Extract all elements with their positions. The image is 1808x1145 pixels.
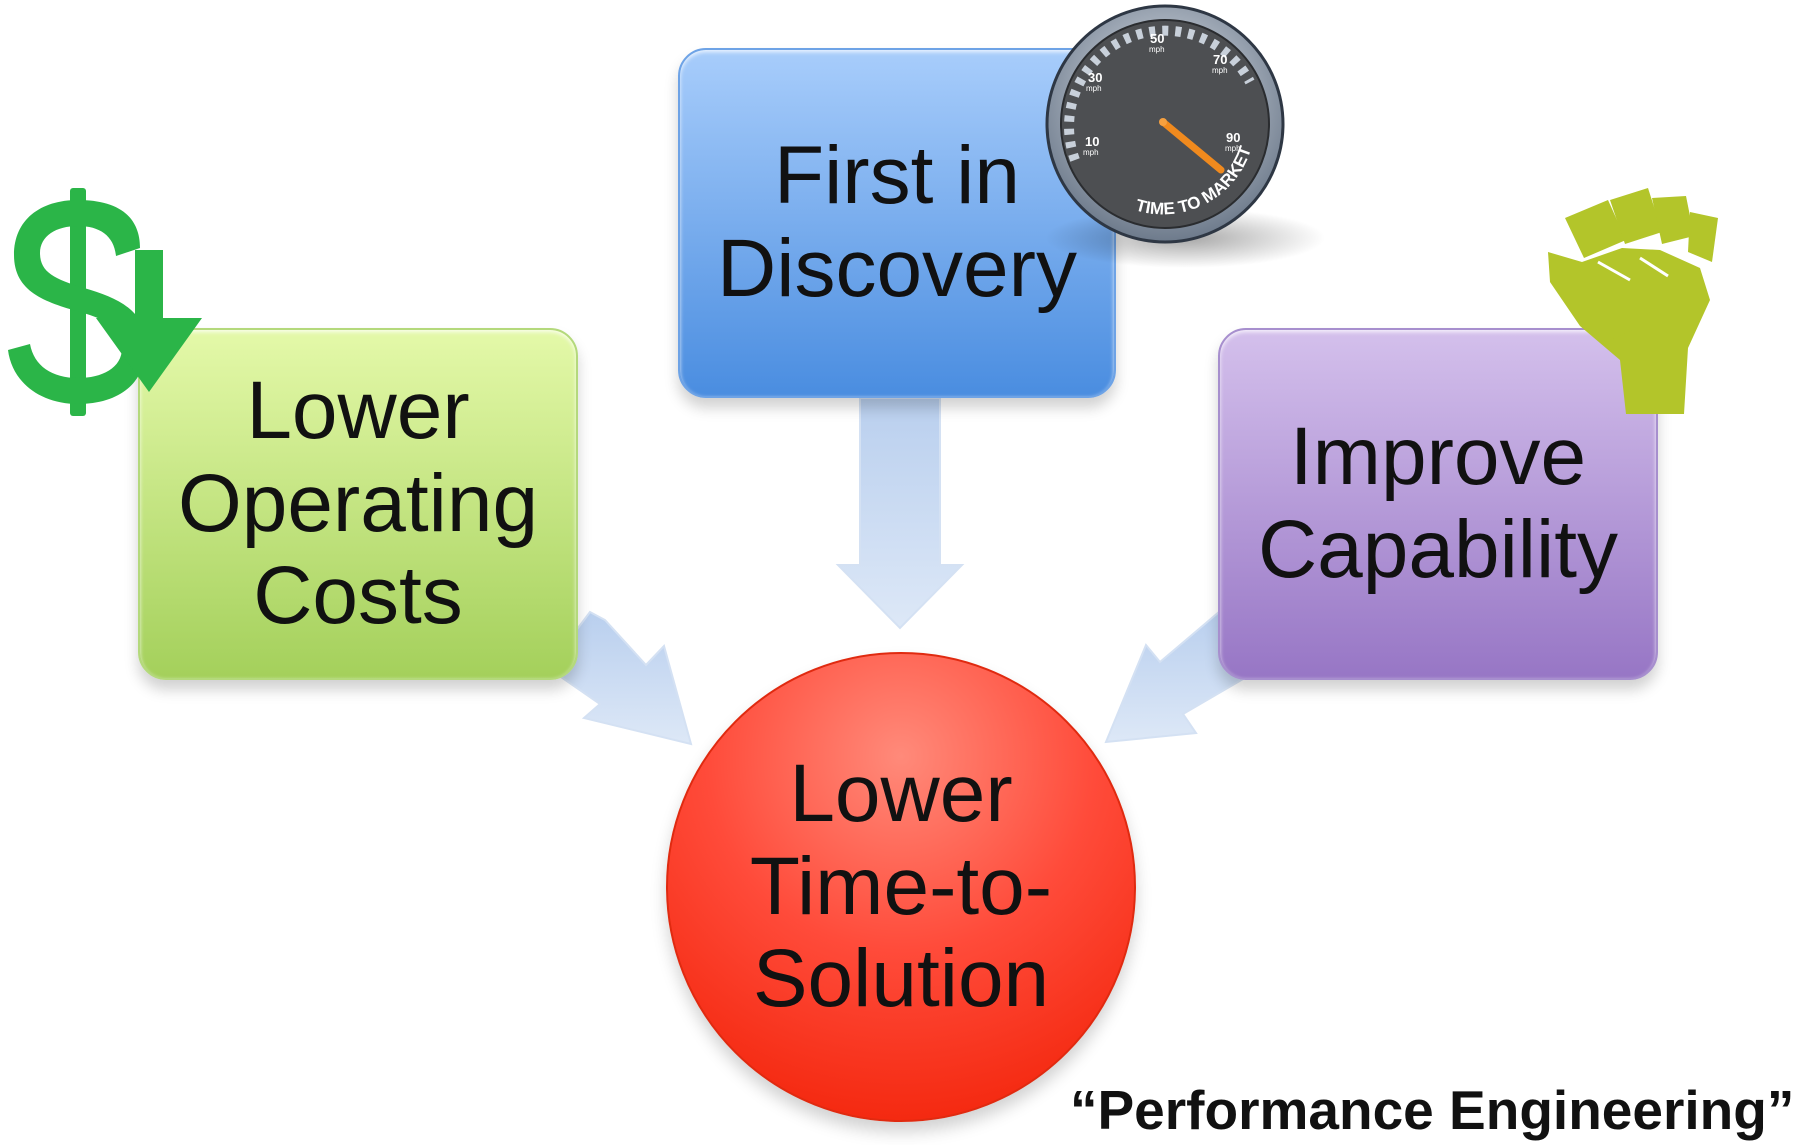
node-line: First in [774, 130, 1020, 222]
gauge-tick-30: 30 [1088, 70, 1102, 85]
node-line: Lower [246, 365, 470, 457]
gauge-tick-10-unit: mph [1083, 148, 1099, 157]
node-line: Solution [752, 933, 1050, 1025]
node-first-in-discovery: First in Discovery [678, 48, 1116, 398]
gauge-needle [1159, 118, 1225, 174]
node-lower-operating-costs: Lower Operating Costs [138, 328, 578, 680]
gauge-tick-50: 50 [1150, 31, 1164, 46]
node-line: Lower [789, 748, 1013, 840]
gauge-tick-30-unit: mph [1086, 84, 1102, 93]
gauge-tick-90: 90 [1226, 130, 1240, 145]
arrow-discovery-to-solution [835, 397, 965, 630]
node-line: Discovery [717, 223, 1077, 314]
arrow-cost-to-solution [546, 610, 693, 746]
node-line: Capability [1257, 504, 1619, 595]
tagline: “Performance Engineering” [1070, 1079, 1795, 1141]
node-improve-capability: Improve Capability [1218, 328, 1658, 680]
node-line: Costs [253, 550, 463, 642]
gauge-tick-10: 10 [1085, 134, 1099, 149]
node-line: Time-to- [749, 840, 1053, 932]
gauge-tick-70-unit: mph [1212, 66, 1228, 75]
gauge-tick-90-unit: mph [1225, 144, 1241, 153]
node-line: Operating [177, 457, 539, 549]
gauge-tick-50-unit: mph [1149, 45, 1165, 54]
node-line: Improve [1289, 411, 1587, 503]
gauge-tick-70: 70 [1213, 52, 1227, 67]
node-lower-time-to-solution: Lower Time-to- Solution [666, 652, 1136, 1122]
